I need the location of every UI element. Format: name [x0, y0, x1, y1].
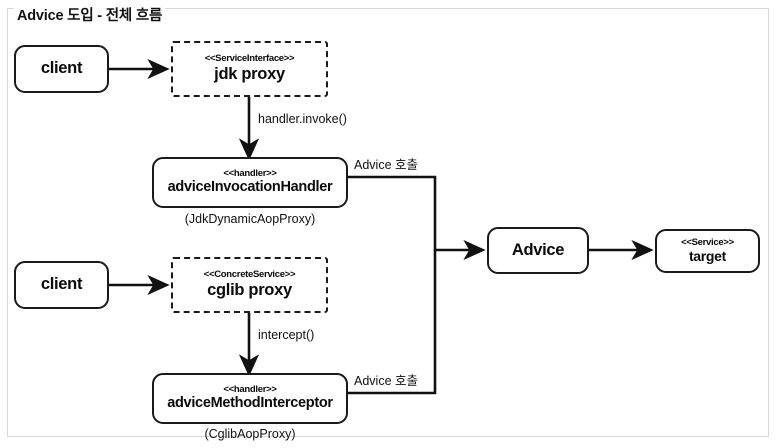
node-advice[interactable]: Advice [487, 227, 589, 274]
page-title: Advice 도입 - 전체 흐름 [14, 4, 166, 25]
node-cglib-proxy-label: cglib proxy [207, 280, 292, 299]
edge-label-advice-call-bottom: Advice 호출 [354, 374, 418, 388]
node-target[interactable]: <<Service>> target [655, 229, 760, 273]
node-advice-method-interceptor-stereotype: <<handler>> [223, 384, 277, 396]
node-advice-method-interceptor-label: adviceMethodInterceptor [167, 395, 333, 412]
node-jdk-proxy[interactable]: <<ServiceInterface>> jdk proxy [171, 41, 328, 97]
node-advice-method-interceptor[interactable]: <<handler>> adviceMethodInterceptor [152, 373, 348, 424]
node-client-bottom[interactable]: client [14, 261, 109, 309]
edge-label-intercept: intercept() [258, 328, 315, 342]
node-cglib-proxy[interactable]: <<ConcreteService>> cglib proxy [171, 257, 328, 313]
node-cglib-proxy-stereotype: <<ConcreteService>> [203, 269, 296, 281]
caption-cglib-aop-proxy: (CglibAopProxy) [204, 427, 296, 441]
node-advice-invocation-handler-label: adviceInvocationHandler [167, 179, 333, 196]
node-target-label: target [688, 248, 727, 265]
node-jdk-proxy-label: jdk proxy [214, 64, 285, 83]
node-advice-invocation-handler[interactable]: <<handler>> adviceInvocationHandler [152, 157, 348, 208]
node-advice-invocation-handler-stereotype: <<handler>> [223, 168, 277, 180]
node-target-stereotype: <<Service>> [681, 236, 734, 248]
edge-label-advice-call-top: Advice 호출 [354, 158, 418, 172]
node-jdk-proxy-stereotype: <<ServiceInterface>> [204, 53, 295, 65]
node-client-bottom-label: client [40, 275, 83, 294]
node-client-top-label: client [40, 59, 83, 78]
caption-jdk-dynamic-aop-proxy: (JdkDynamicAopProxy) [184, 212, 316, 226]
edge-label-handler-invoke: handler.invoke() [258, 112, 347, 126]
node-client-top[interactable]: client [14, 45, 109, 93]
node-advice-label: Advice [511, 240, 565, 259]
